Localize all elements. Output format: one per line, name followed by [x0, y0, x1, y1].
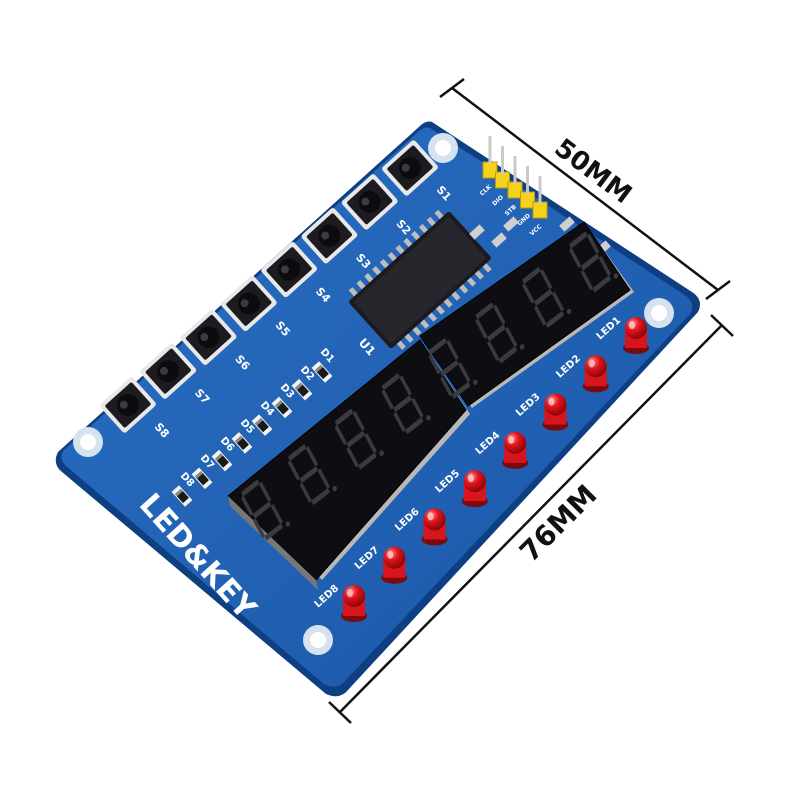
display-digit	[381, 373, 431, 434]
display-digit	[475, 302, 525, 363]
tactile-button[interactable]: S4	[260, 241, 333, 306]
display-digit	[428, 338, 478, 399]
tactile-button[interactable]: S3	[300, 207, 373, 271]
seven-segment-display	[227, 221, 634, 590]
display-digit	[569, 231, 619, 293]
tactile-button[interactable]: S2	[341, 173, 414, 237]
display-digit	[522, 267, 572, 328]
display-digit	[335, 409, 384, 470]
mounting-hole	[428, 133, 458, 163]
mounting-hole	[644, 298, 674, 328]
display-digit	[288, 444, 338, 505]
mounting-hole	[73, 427, 103, 457]
display-digit	[241, 479, 291, 541]
driver-chip: U1	[348, 209, 492, 358]
mounting-hole	[303, 625, 333, 655]
